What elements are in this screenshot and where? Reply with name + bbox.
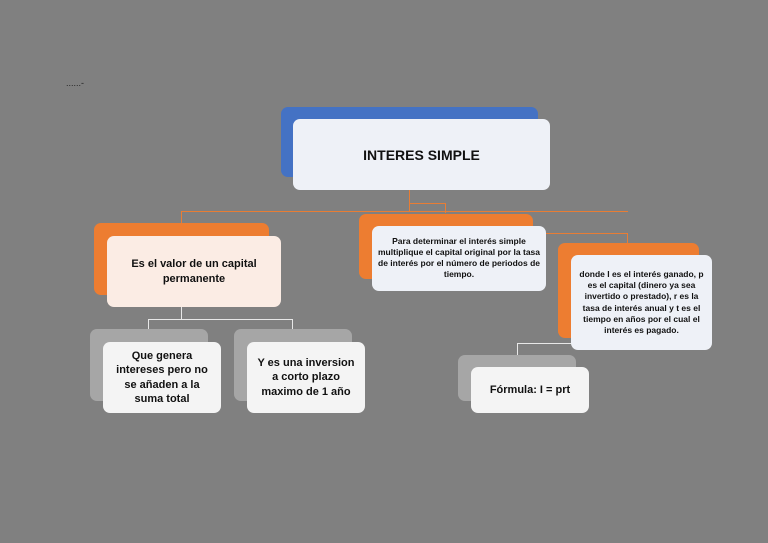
connector-to-middle: [445, 203, 446, 213]
formula-node: Fórmula: I = prt: [471, 367, 589, 413]
root-node: INTERES SIMPLE: [293, 119, 550, 190]
root-label: INTERES SIMPLE: [363, 146, 480, 163]
left-label: Es el valor de un capital permanente: [131, 258, 257, 285]
leaf2-node: Y es una inversion a corto plazo maximo …: [247, 342, 365, 413]
connector-to-right: [627, 233, 628, 245]
connector-right-bar: [533, 233, 628, 234]
left-node: Es el valor de un capital permanente: [107, 236, 281, 307]
connector-left-stem: [181, 307, 182, 319]
connector-root-stem: [409, 190, 410, 212]
leaf2-label: Y es una inversion a corto plazo maximo …: [257, 357, 355, 398]
connector-formula: [517, 343, 518, 355]
formula-label: Fórmula: I = prt: [489, 384, 571, 396]
connector-leaf2: [292, 319, 293, 329]
connector-mid-bar: [409, 203, 446, 204]
leaf1-label: Que genera intereses pero no se añaden a…: [116, 350, 208, 405]
middle-label: Para determinar el interés simple multip…: [378, 236, 541, 280]
connector-level1-bar: [181, 211, 628, 212]
right-node: donde I es el interés ganado, p es el ca…: [571, 255, 712, 350]
leaf1-node: Que genera intereses pero no se añaden a…: [103, 342, 221, 413]
middle-node: Para determinar el interés simple multip…: [372, 226, 546, 291]
right-label: donde I es el interés ganado, p es el ca…: [579, 268, 704, 336]
connector-leaf1: [148, 319, 149, 329]
stray-mark: ......-: [66, 78, 84, 88]
connector-left-bar: [148, 319, 293, 320]
connector-to-left: [181, 211, 182, 224]
